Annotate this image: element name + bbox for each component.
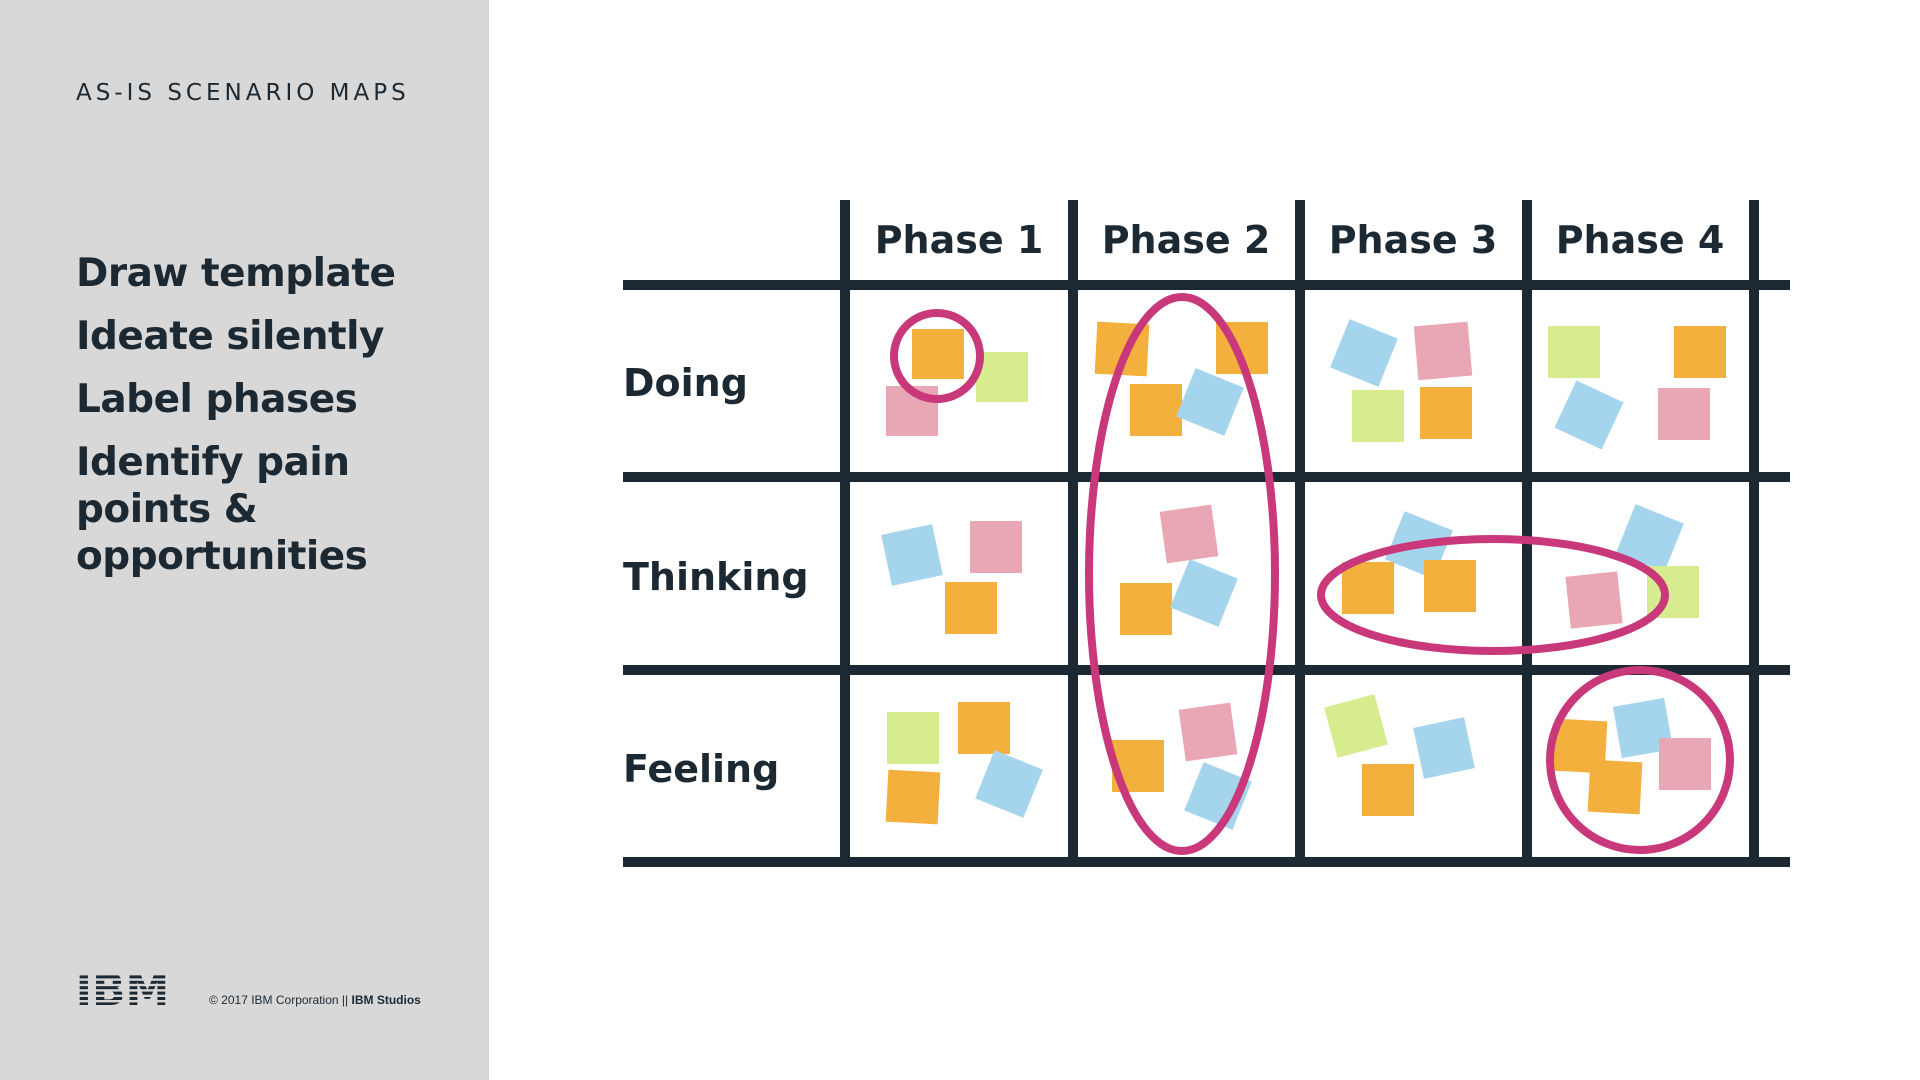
ibm-logo: IBM [76, 970, 170, 1008]
sticky-note-pink [1413, 321, 1473, 381]
sticky-note-green [887, 712, 939, 764]
row-label: Feeling [623, 747, 779, 791]
highlight-circle-feeling [1546, 666, 1734, 854]
sticky-note-blue [975, 750, 1043, 818]
sticky-note-blue [1616, 504, 1684, 572]
sticky-note-green [1352, 390, 1404, 442]
step-label-phases: Label phases [76, 377, 358, 422]
sticky-note-blue [1176, 368, 1244, 436]
phase-header: Phase 2 [1102, 218, 1271, 262]
sticky-note-orange [1552, 718, 1608, 774]
sticky-note-orange [1674, 326, 1726, 378]
sticky-note-green [1548, 326, 1600, 378]
sticky-note-orange [1362, 764, 1414, 816]
section-eyebrow: AS-IS SCENARIO MAPS [76, 80, 410, 106]
sticky-note-pink [1659, 738, 1711, 790]
sticky-notes [881, 319, 1726, 830]
step-ideate-silently: Ideate silently [76, 314, 384, 359]
sticky-note-pink [970, 521, 1022, 573]
sticky-note-blue [1413, 717, 1475, 779]
sticky-note-blue [1184, 762, 1252, 830]
step-draw-template: Draw template [76, 251, 396, 296]
sticky-note-orange [1130, 384, 1182, 436]
sticky-note-orange [885, 769, 941, 825]
sidebar: AS-IS SCENARIO MAPS Draw template Ideate… [0, 0, 489, 1080]
sticky-note-blue [1554, 380, 1624, 450]
copyright-text: © 2017 IBM Corporation [209, 993, 339, 1007]
sticky-note-green [976, 352, 1028, 402]
highlight-ellipse-phase-2 [1085, 293, 1279, 855]
copyright-footer: © 2017 IBM Corporation || IBM Studios [209, 993, 421, 1007]
studio-name: IBM Studios [351, 993, 421, 1007]
sticky-note-blue [1330, 319, 1398, 387]
sticky-note-orange [1342, 562, 1394, 614]
phase-header: Phase 1 [875, 218, 1044, 262]
sticky-note-orange [1424, 560, 1476, 612]
footer-separator: || [341, 993, 349, 1007]
step-list: Draw template Ideate silently Label phas… [76, 250, 466, 596]
svg-text:IBM: IBM [76, 970, 170, 1008]
phase-header: Phase 4 [1556, 218, 1725, 262]
sticky-note-orange [912, 329, 964, 379]
highlight-circle [890, 309, 984, 403]
sticky-note-pink [1658, 388, 1710, 440]
sticky-note-orange [945, 582, 997, 634]
highlight-marks [890, 293, 1734, 855]
sticky-note-blue [1612, 697, 1674, 759]
sticky-note-pink [1565, 571, 1623, 629]
grid-lines [623, 200, 1790, 867]
phase-header: Phase 3 [1329, 218, 1498, 262]
sticky-note-orange [1120, 583, 1172, 635]
highlight-ellipse-thinking [1317, 535, 1669, 655]
step-identify-pain-points: Identify pain points & opportunities [76, 440, 368, 579]
row-label: Doing [623, 361, 748, 405]
sticky-note-green [1324, 694, 1388, 758]
sticky-note-orange [1587, 759, 1643, 815]
sticky-note-orange [1420, 387, 1472, 439]
sticky-note-pink [1178, 702, 1238, 762]
sticky-note-blue [881, 524, 943, 586]
sticky-note-pink [1159, 504, 1219, 564]
sticky-note-blue [1170, 559, 1238, 627]
row-label: Thinking [623, 555, 809, 599]
sticky-note-orange [958, 702, 1010, 754]
